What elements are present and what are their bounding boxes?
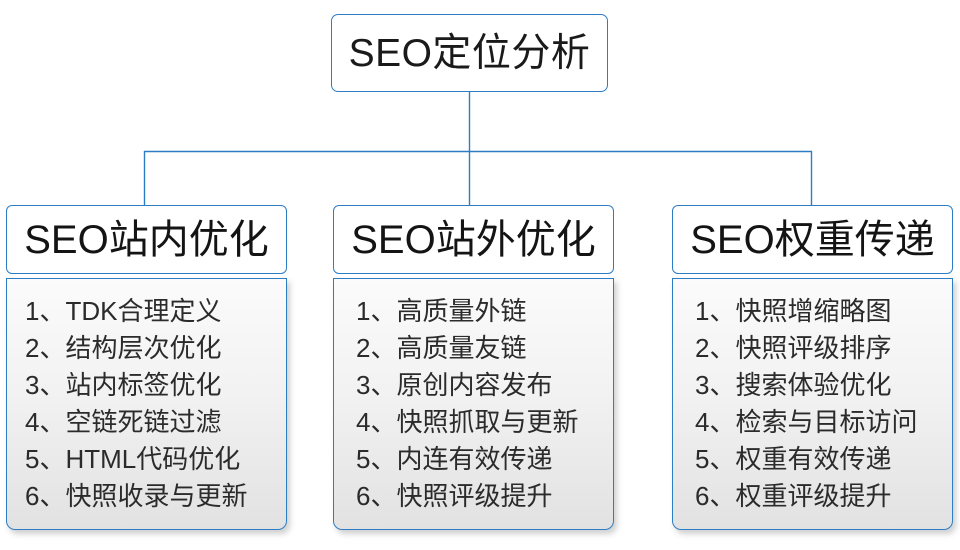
list-item-index: 4、 — [356, 407, 397, 437]
list-item: 3、 站内标签优化 — [25, 367, 247, 404]
list-item-text: 快照抓取与更新 — [396, 407, 579, 437]
branch-item-list-2: 1、 高质量外链 2、 高质量友链 3、 原创内容发布 4、 快照抓取与更新 5… — [334, 293, 578, 515]
list-item-index: 3、 — [356, 370, 397, 400]
list-item-index: 2、 — [695, 333, 736, 363]
branch-header-3[interactable]: SEO权重传递 — [672, 205, 953, 274]
branch-item-list-3: 1、 快照增缩略图 2、 快照评级排序 3、 搜索体验优化 4、 检索与目标访问… — [673, 293, 917, 515]
list-item-index: 1、 — [356, 296, 397, 326]
list-item-text: 搜索体验优化 — [735, 370, 892, 400]
list-item: 2、 结构层次优化 — [25, 330, 247, 367]
list-item: 5、 权重有效传递 — [695, 441, 917, 478]
branch-column-3: SEO权重传递 1、 快照增缩略图 2、 快照评级排序 3、 搜索体验优化 4、 — [672, 205, 953, 530]
list-item-text: 原创内容发布 — [396, 370, 553, 400]
branch-header-label-2: SEO站外优化 — [351, 217, 596, 262]
list-item-text: 快照收录与更新 — [65, 481, 248, 511]
list-item-index: 1、 — [695, 296, 736, 326]
list-item-text: 空链死链过滤 — [65, 407, 222, 437]
list-item: 1、 快照增缩略图 — [695, 293, 917, 330]
branch-body-1: 1、 TDK合理定义 2、 结构层次优化 3、 站内标签优化 4、 空链死链过滤… — [6, 278, 287, 530]
list-item-index: 5、 — [25, 444, 66, 474]
list-item: 6、 快照评级提升 — [356, 478, 578, 515]
list-item: 1、 高质量外链 — [356, 293, 578, 330]
root-node-label: SEO定位分析 — [348, 31, 591, 75]
list-item: 3、 搜索体验优化 — [695, 367, 917, 404]
list-item-index: 5、 — [356, 444, 397, 474]
list-item-text: TDK合理定义 — [65, 296, 222, 326]
list-item-index: 1、 — [25, 296, 66, 326]
list-item: 1、 TDK合理定义 — [25, 293, 247, 330]
list-item: 6、 权重评级提升 — [695, 478, 917, 515]
list-item: 4、 检索与目标访问 — [695, 404, 917, 441]
list-item: 5、 内连有效传递 — [356, 441, 578, 478]
list-item-text: 高质量友链 — [396, 333, 527, 363]
list-item-text: 快照增缩略图 — [735, 296, 892, 326]
list-item-index: 5、 — [695, 444, 736, 474]
list-item-text: 站内标签优化 — [65, 370, 222, 400]
list-item-text: 权重有效传递 — [735, 444, 892, 474]
list-item: 2、 快照评级排序 — [695, 330, 917, 367]
branch-column-1: SEO站内优化 1、 TDK合理定义 2、 结构层次优化 3、 站内标签优化 4… — [6, 205, 287, 530]
branch-header-label-3: SEO权重传递 — [690, 217, 935, 262]
list-item-text: 权重评级提升 — [735, 481, 892, 511]
branch-body-3: 1、 快照增缩略图 2、 快照评级排序 3、 搜索体验优化 4、 检索与目标访问… — [672, 278, 953, 530]
list-item-index: 3、 — [695, 370, 736, 400]
list-item-index: 6、 — [356, 481, 397, 511]
list-item-text: 快照评级提升 — [396, 481, 553, 511]
list-item-text: HTML代码优化 — [65, 444, 241, 474]
list-item-index: 6、 — [695, 481, 736, 511]
list-item-text: 快照评级排序 — [735, 333, 892, 363]
list-item-index: 2、 — [356, 333, 397, 363]
list-item-index: 3、 — [25, 370, 66, 400]
list-item: 4、 空链死链过滤 — [25, 404, 247, 441]
branch-header-label-1: SEO站内优化 — [24, 217, 269, 262]
list-item-text: 高质量外链 — [396, 296, 527, 326]
list-item: 2、 高质量友链 — [356, 330, 578, 367]
branch-column-2: SEO站外优化 1、 高质量外链 2、 高质量友链 3、 原创内容发布 4、 快 — [333, 205, 614, 530]
list-item: 4、 快照抓取与更新 — [356, 404, 578, 441]
list-item-text: 内连有效传递 — [396, 444, 553, 474]
list-item: 6、 快照收录与更新 — [25, 478, 247, 515]
list-item-text: 检索与目标访问 — [735, 407, 918, 437]
list-item-index: 4、 — [25, 407, 66, 437]
list-item: 3、 原创内容发布 — [356, 367, 578, 404]
list-item-index: 2、 — [25, 333, 66, 363]
root-node[interactable]: SEO定位分析 — [331, 14, 608, 92]
list-item-text: 结构层次优化 — [65, 333, 222, 363]
list-item-index: 4、 — [695, 407, 736, 437]
branch-body-2: 1、 高质量外链 2、 高质量友链 3、 原创内容发布 4、 快照抓取与更新 5… — [333, 278, 614, 530]
branch-header-1[interactable]: SEO站内优化 — [6, 205, 287, 274]
branch-header-2[interactable]: SEO站外优化 — [333, 205, 614, 274]
list-item-index: 6、 — [25, 481, 66, 511]
list-item: 5、 HTML代码优化 — [25, 441, 247, 478]
branch-item-list-1: 1、 TDK合理定义 2、 结构层次优化 3、 站内标签优化 4、 空链死链过滤… — [7, 293, 247, 515]
